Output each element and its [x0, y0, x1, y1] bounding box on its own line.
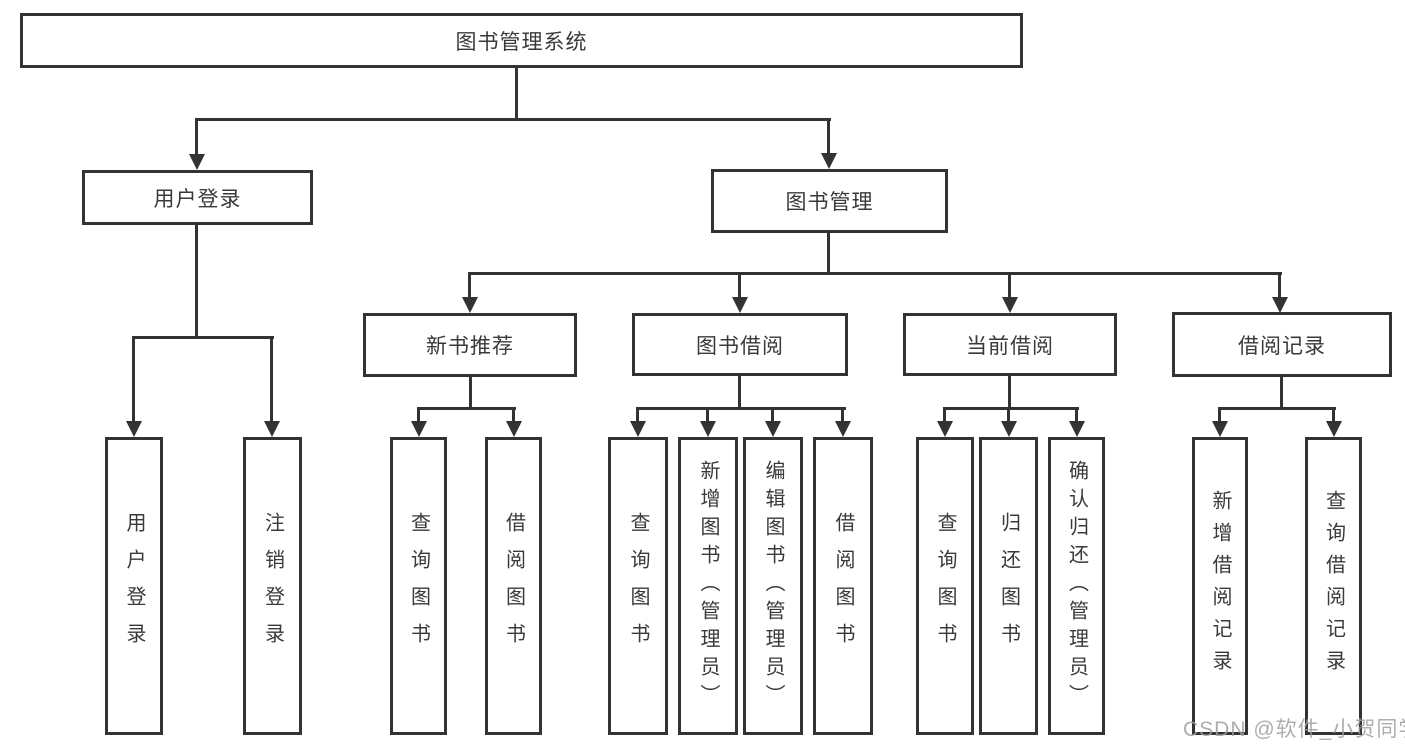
leaf-add-borrow-record-label: 新增借阅记录	[1209, 490, 1231, 682]
leaf-edit-books-admin: 编辑图书（管理员）	[743, 437, 803, 735]
leaf-user-login-label: 用户登录	[123, 512, 145, 660]
node-borrow-records-label: 借阅记录	[1238, 334, 1326, 358]
connector-leaf	[1218, 407, 1221, 423]
connector-book-borrow-drop	[738, 376, 741, 407]
connector-leaf	[841, 407, 844, 423]
connector-to-borrow-records	[1278, 272, 1281, 298]
connector-to-book-management	[827, 118, 830, 155]
connector-root-drop	[515, 68, 518, 118]
leaf-return-books-label: 归还图书	[997, 512, 1020, 660]
arrow-down-icon	[1002, 297, 1018, 313]
leaf-query-books-current: 查询图书	[916, 437, 974, 735]
connector-user-login-rail	[134, 336, 274, 339]
connector-borrow-records-drop	[1280, 377, 1283, 407]
node-root-label: 图书管理系统	[455, 30, 588, 54]
leaf-user-login: 用户登录	[105, 437, 163, 735]
arrow-down-icon	[462, 297, 478, 313]
leaf-borrow-books-label: 借阅图书	[502, 512, 525, 660]
arrow-down-icon	[411, 421, 427, 437]
connector-leaf	[1332, 407, 1335, 423]
arrow-down-icon	[189, 154, 205, 170]
leaf-query-books-label: 查询图书	[934, 512, 956, 660]
arrow-down-icon	[506, 421, 522, 437]
arrow-down-icon	[765, 421, 781, 437]
arrow-down-icon	[937, 421, 953, 437]
connector-leaf	[943, 407, 946, 423]
arrow-down-icon	[732, 297, 748, 313]
arrow-down-icon	[1001, 421, 1017, 437]
leaf-borrow-books-label: 借阅图书	[832, 512, 854, 660]
connector-book-borrow-rail	[638, 407, 846, 410]
connector-to-current-borrow	[1008, 272, 1011, 298]
leaf-borrow-books: 借阅图书	[813, 437, 873, 735]
arrow-down-icon	[1272, 297, 1288, 313]
connector-to-user-login	[195, 118, 198, 156]
node-user-login: 用户登录	[82, 170, 313, 225]
arrow-down-icon	[630, 421, 646, 437]
connector-leaf	[706, 407, 709, 423]
connector-leaf	[636, 407, 639, 423]
connector-leaf	[1075, 407, 1078, 423]
connector-new-book-rail	[418, 407, 516, 410]
arrow-down-icon	[264, 421, 280, 437]
connector-book-mgmt-drop	[827, 233, 830, 272]
connector-book-mgmt-rail	[470, 272, 1282, 275]
connector-current-borrow-drop	[1008, 376, 1011, 407]
leaf-borrow-books-recommend: 借阅图书	[485, 437, 542, 735]
leaf-query-books-borrow: 查询图书	[608, 437, 668, 735]
leaf-query-books-label: 查询图书	[407, 512, 430, 660]
connector-leaf	[417, 407, 420, 423]
node-new-book-recommend-label: 新书推荐	[426, 335, 514, 358]
arrow-down-icon	[1069, 421, 1085, 437]
connector-to-leaf-logout	[270, 336, 273, 422]
node-current-borrow: 当前借阅	[903, 313, 1117, 376]
node-book-management: 图书管理	[711, 169, 948, 233]
leaf-logout: 注销登录	[243, 437, 302, 735]
arrow-down-icon	[700, 421, 716, 437]
connector-current-borrow-rail	[945, 407, 1079, 410]
node-borrow-records: 借阅记录	[1172, 312, 1392, 377]
arrow-down-icon	[1326, 421, 1342, 437]
leaf-logout-label: 注销登录	[261, 512, 284, 660]
connector-to-new-book	[468, 272, 471, 298]
leaf-query-books-recommend: 查询图书	[390, 437, 447, 735]
arrow-down-icon	[1212, 421, 1228, 437]
leaf-confirm-return-admin-label: 确认归还（管理员）	[1065, 460, 1088, 712]
node-book-management-label: 图书管理	[785, 191, 874, 214]
csdn-watermark: CSDN @软件_小贺同学	[1183, 718, 1405, 741]
node-book-borrow-label: 图书借阅	[696, 334, 784, 358]
connector-leaf	[512, 407, 515, 423]
leaf-edit-books-admin-label: 编辑图书（管理员）	[762, 460, 784, 712]
leaf-add-books-admin-label: 新增图书（管理员）	[697, 460, 719, 712]
connector-leaf	[1007, 407, 1010, 423]
connector-borrow-records-rail	[1220, 407, 1336, 410]
node-root-library-system: 图书管理系统	[20, 13, 1023, 68]
connector-user-login-drop	[195, 225, 198, 336]
leaf-add-borrow-record: 新增借阅记录	[1192, 437, 1248, 735]
connector-to-book-borrow	[738, 272, 741, 298]
node-new-book-recommend: 新书推荐	[363, 313, 577, 377]
leaf-confirm-return-admin: 确认归还（管理员）	[1048, 437, 1105, 735]
arrow-down-icon	[835, 421, 851, 437]
arrow-down-icon	[126, 421, 142, 437]
leaf-query-books-label: 查询图书	[627, 512, 649, 660]
leaf-return-books: 归还图书	[979, 437, 1038, 735]
arrow-down-icon	[821, 153, 837, 169]
leaf-query-borrow-record-label: 查询借阅记录	[1322, 490, 1345, 682]
node-user-login-label: 用户登录	[153, 187, 242, 211]
connector-leaf	[771, 407, 774, 423]
connector-new-book-drop	[469, 377, 472, 407]
connector-root-rail	[197, 118, 831, 121]
node-current-borrow-label: 当前借阅	[966, 334, 1054, 358]
leaf-query-borrow-record: 查询借阅记录	[1305, 437, 1362, 735]
node-book-borrow: 图书借阅	[632, 313, 848, 376]
connector-to-leaf-user-login	[132, 336, 135, 422]
leaf-add-books-admin: 新增图书（管理员）	[678, 437, 738, 735]
